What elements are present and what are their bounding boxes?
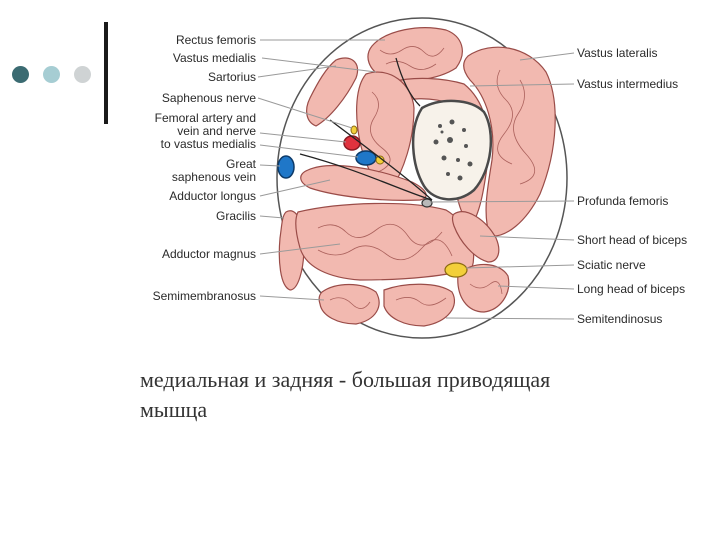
- muscle-adductor-longus: [300, 164, 427, 201]
- slide-caption: медиальная и задняя - большая приводящая…: [140, 365, 680, 425]
- label-rectus-femoris: Rectus femoris: [176, 33, 256, 47]
- label-sciatic-nerve: Sciatic nerve: [577, 258, 646, 272]
- label-adductor-magnus: Adductor magnus: [162, 247, 256, 261]
- great-saphenous-vein: [277, 155, 295, 179]
- label-profunda-femoris: Profunda femoris: [577, 194, 668, 208]
- muscle-semitendinosus: [383, 283, 455, 327]
- leader-lines-left: [257, 39, 385, 301]
- decor-dot-dark: [12, 66, 29, 83]
- label-adductor-longus: Adductor longus: [169, 189, 256, 203]
- bone-marrow-texture: [433, 119, 473, 181]
- thigh-cross-section-diagram: Rectus femoris Vastus medialis Sartorius…: [153, 17, 687, 339]
- label-vastus-medialis: Vastus medialis: [173, 51, 256, 65]
- caption-line-1: медиальная и задняя - большая приводящая: [140, 367, 551, 392]
- label-long-head-biceps: Long head of biceps: [577, 282, 685, 296]
- decor-vertical-bar: [104, 22, 108, 124]
- femoral-artery: [343, 135, 361, 151]
- decor-dot-light: [74, 66, 91, 83]
- label-short-head-biceps: Short head of biceps: [577, 233, 687, 247]
- muscle-semimembranosus: [318, 283, 380, 325]
- leader-lines-right: [429, 52, 575, 320]
- label-semimembranosus: Semimembranosus: [153, 289, 256, 303]
- label-femoral-line2: vein and nerve: [177, 124, 256, 138]
- decor-dot-mid: [43, 66, 60, 83]
- sciatic-nerve: [444, 262, 468, 278]
- saphenous-nerve-dot: [350, 125, 358, 135]
- label-vastus-lateralis: Vastus lateralis: [577, 46, 657, 60]
- label-great-line1: Great: [226, 157, 257, 171]
- label-saphenous-nerve: Saphenous nerve: [162, 91, 256, 105]
- label-femoral-line1: Femoral artery and: [155, 111, 256, 125]
- muscle-sartorius: [306, 57, 359, 127]
- label-vastus-intermedius: Vastus intermedius: [577, 77, 678, 91]
- caption-line-2: мышца: [140, 397, 208, 422]
- label-semitendinosus: Semitendinosus: [577, 312, 662, 326]
- label-gracilis: Gracilis: [216, 209, 256, 223]
- label-sartorius: Sartorius: [208, 70, 256, 84]
- fascial-septa: [299, 57, 433, 201]
- label-great-line2: saphenous vein: [172, 170, 256, 184]
- label-femoral-line3: to vastus medialis: [161, 137, 256, 151]
- muscle-long-head-biceps: [457, 263, 510, 313]
- muscle-short-head-biceps: [451, 211, 500, 263]
- femur-bone: [411, 99, 493, 201]
- muscle-texture: [317, 46, 535, 309]
- femoral-nerve-dot: [375, 155, 385, 165]
